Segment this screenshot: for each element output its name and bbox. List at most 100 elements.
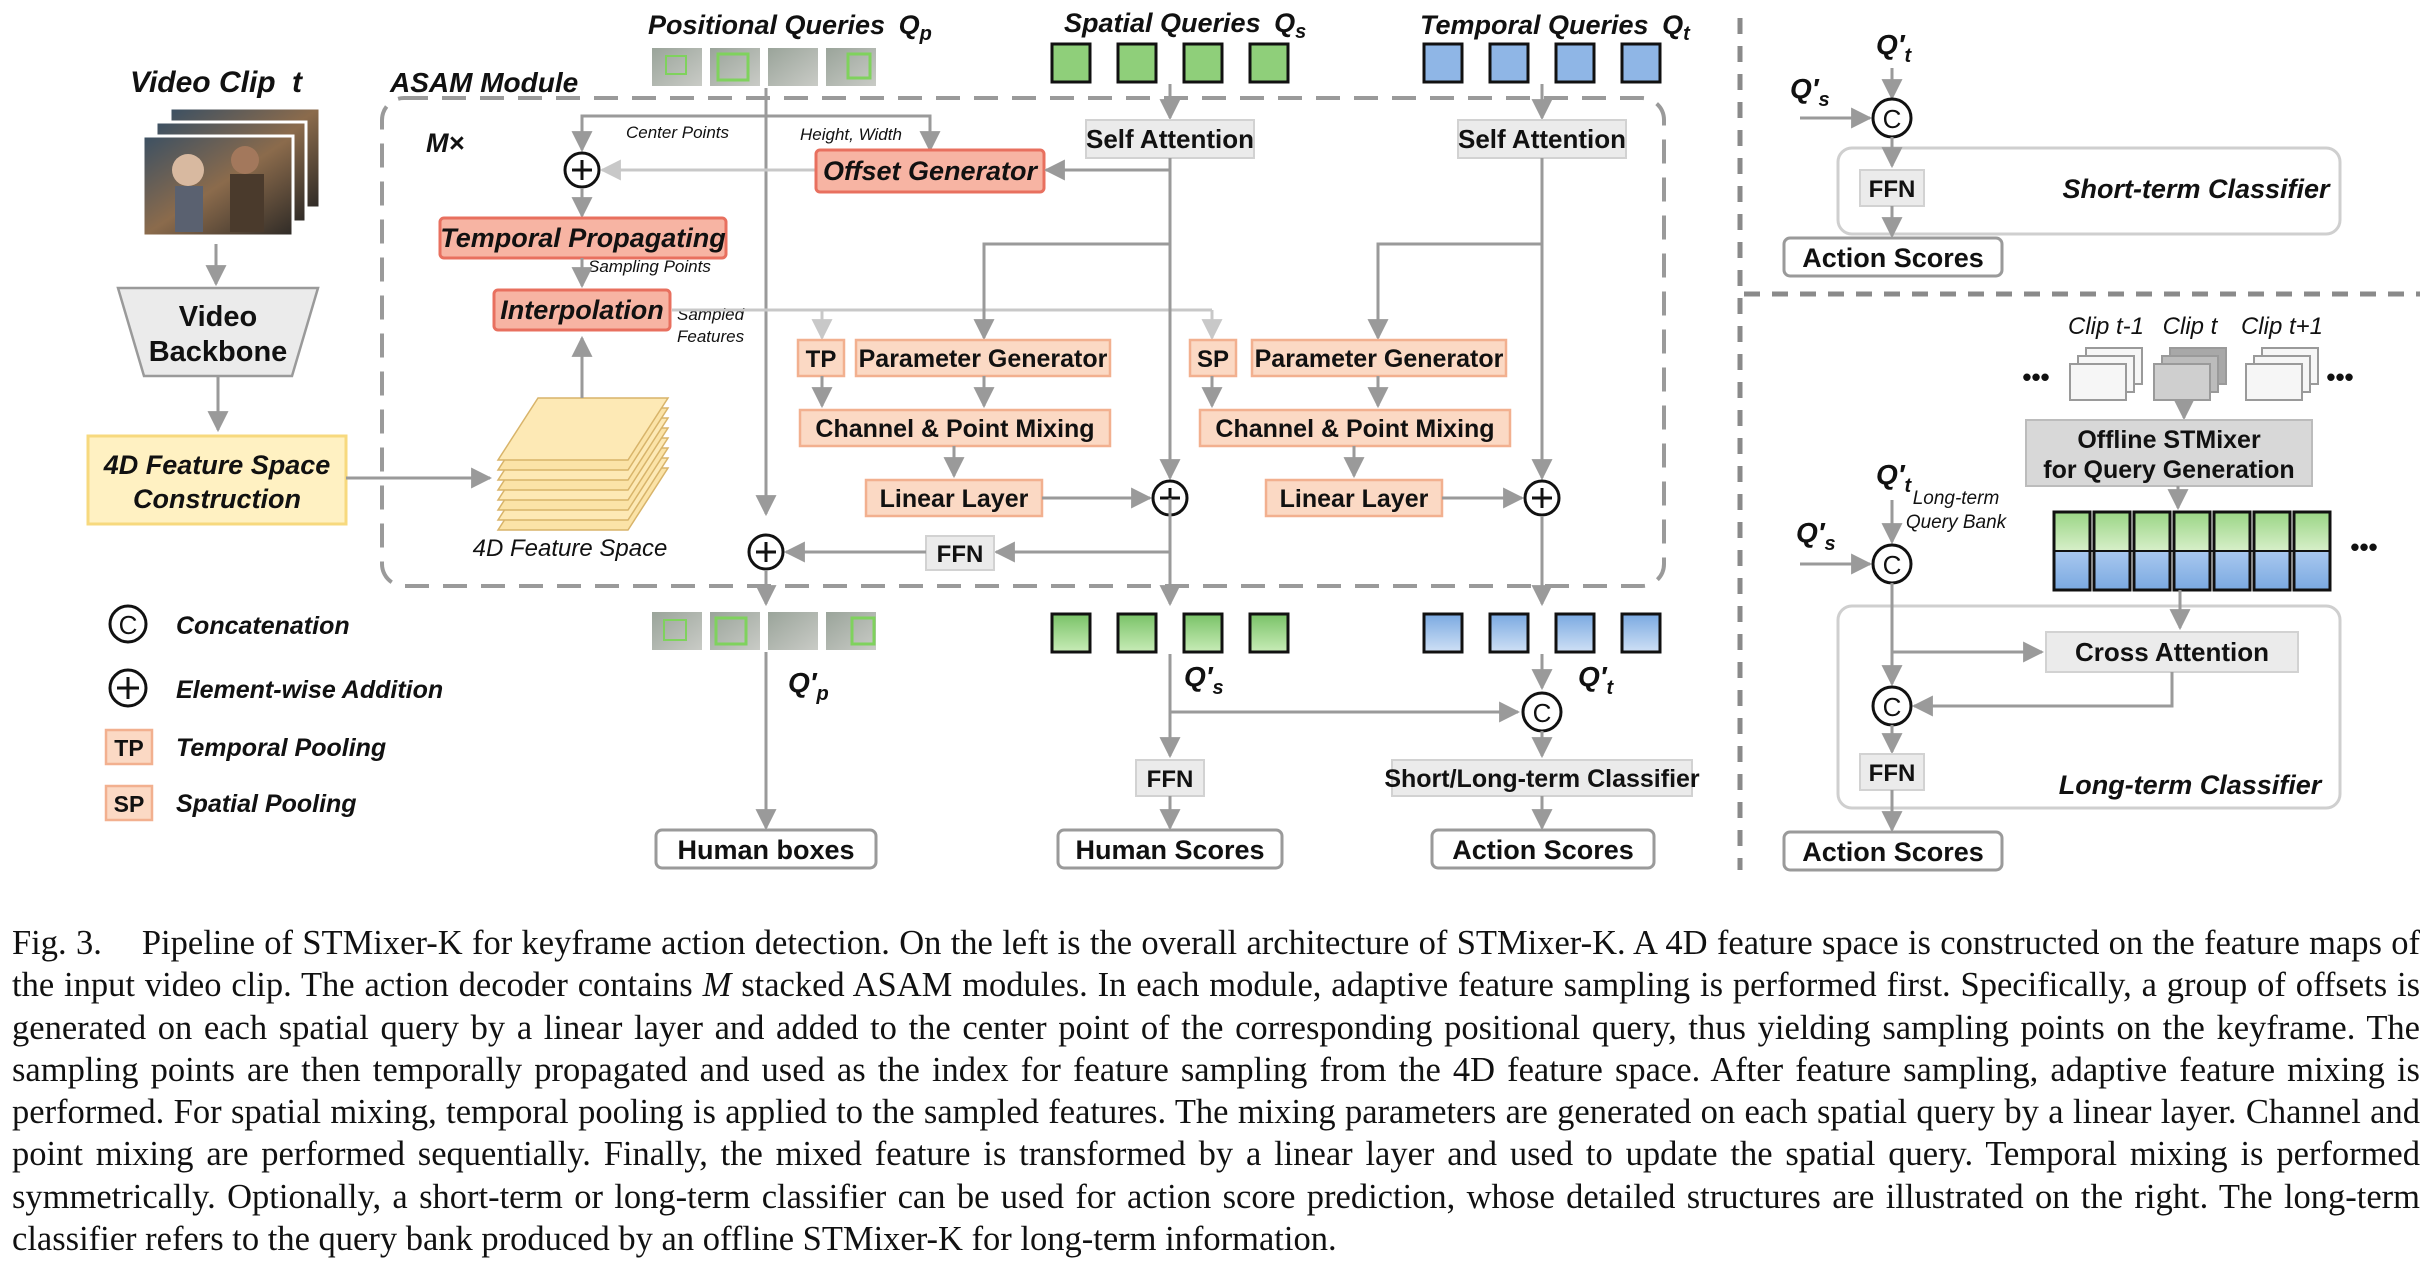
short-ffn-box: FFN	[1859, 169, 1925, 207]
svg-text:Action Scores: Action Scores	[1452, 835, 1634, 865]
center-points-label: Center Points	[626, 123, 729, 142]
asam-module-label: ASAM Module	[389, 67, 578, 98]
short-action-scores-output: Action Scores	[1782, 236, 2004, 278]
svg-text:TP: TP	[806, 346, 837, 373]
svg-text:Action Scores: Action Scores	[1802, 837, 1984, 867]
interpolation-box: Interpolation	[492, 288, 672, 332]
long-q-t-label: Q′t	[1876, 459, 1913, 497]
feature-space-stack	[496, 397, 670, 531]
svg-text:FFN: FFN	[1869, 760, 1916, 787]
svg-text:Parameter Generator: Parameter Generator	[1255, 345, 1504, 373]
add-node-top	[563, 151, 601, 189]
svg-text:Linear Layer: Linear Layer	[1280, 485, 1429, 513]
sampling-points-label: Sampling Points	[588, 257, 711, 276]
caption-text-part2: stacked ASAM modules. In each module, ad…	[12, 966, 2421, 1259]
offline-stmixer-box: Offline STMixer for Query Generation	[2025, 419, 2313, 487]
svg-text:Human boxes: Human boxes	[677, 835, 854, 865]
sp-box: SP	[1188, 338, 1238, 378]
long-term-classifier-label: Long-term Classifier	[2059, 770, 2323, 800]
svg-text:Backbone: Backbone	[149, 336, 288, 368]
m-times-label: M×	[426, 128, 464, 158]
sampled-features-label: Sampled	[677, 305, 745, 324]
long-q-s-label: Q′s	[1796, 517, 1836, 555]
svg-text:Clip t-1: Clip t-1	[2068, 313, 2144, 340]
feature-space-construction-box: 4D Feature Space Construction	[86, 434, 348, 526]
temporal-propagating-box: Temporal Propagating	[438, 216, 728, 260]
svg-text:SP: SP	[114, 791, 145, 817]
svg-text:Construction: Construction	[133, 484, 301, 514]
svg-text:Self Attention: Self Attention	[1458, 124, 1626, 154]
svg-text:Human Scores: Human Scores	[1075, 835, 1264, 865]
positional-queries-label: Positional Queries Qp	[648, 10, 932, 45]
channel-point-mixing-temporal-box: Channel & Point Mixing	[1198, 408, 1512, 448]
svg-text:Offline STMixer: Offline STMixer	[2077, 426, 2261, 454]
add-node-positional	[747, 533, 785, 571]
svg-text:Interpolation: Interpolation	[500, 295, 664, 325]
query-bank-label: Long-term	[1913, 488, 2000, 509]
short-term-classifier-frame	[1836, 146, 2342, 236]
channel-point-mixing-spatial-box: Channel & Point Mixing	[798, 408, 1112, 448]
svg-text:Channel & Point Mixing: Channel & Point Mixing	[1215, 415, 1494, 443]
legend-add-label: Element-wise Addition	[176, 676, 443, 704]
output-spatial-label: Q′s	[1184, 661, 1224, 699]
svg-text:for Query Generation: for Query Generation	[2043, 456, 2294, 484]
svg-text:Cross Attention: Cross Attention	[2075, 637, 2269, 667]
human-scores-output: Human Scores	[1056, 828, 1284, 870]
action-scores-output: Action Scores	[1430, 828, 1656, 870]
svg-text:C: C	[119, 610, 138, 640]
legend-sp-label: Spatial Pooling	[176, 790, 357, 818]
caption-text-part1: Pipeline of STMixer-K for keyframe actio…	[12, 924, 2420, 1005]
temporal-query-tokens	[1422, 42, 1662, 84]
long-term-classifier-frame	[1836, 604, 2342, 810]
spatial-query-tokens	[1050, 42, 1290, 84]
height-width-label: Height, Width	[800, 125, 902, 144]
legend-concat-label: Concatenation	[176, 612, 350, 640]
short-q-t-label: Q′t	[1876, 29, 1913, 67]
output-temporal-label: Q′t	[1578, 661, 1615, 699]
svg-text:Clip t+1: Clip t+1	[2241, 313, 2323, 340]
svg-text:Linear Layer: Linear Layer	[880, 485, 1029, 513]
caption-m-symbol: M	[702, 966, 732, 1005]
svg-text:Video: Video	[179, 301, 257, 333]
linear-layer-spatial-box: Linear Layer	[864, 478, 1044, 518]
legend-tp-icon: TP	[104, 728, 154, 766]
svg-text:FFN: FFN	[1147, 766, 1194, 793]
long-action-scores-output: Action Scores	[1782, 830, 2004, 872]
asam-module-frame	[380, 96, 1666, 588]
svg-text:Offset Generator: Offset Generator	[823, 156, 1039, 186]
svg-text:Action Scores: Action Scores	[1802, 243, 1984, 273]
svg-text:TP: TP	[114, 735, 143, 761]
self-attention-temporal-box: Self Attention	[1457, 119, 1627, 159]
svg-text:Clip t: Clip t	[2163, 313, 2219, 340]
positional-query-patches	[652, 48, 876, 86]
output-temporal-tokens	[1422, 612, 1662, 654]
feature-space-label: 4D Feature Space	[473, 535, 668, 562]
parameter-generator-temporal-box: Parameter Generator	[1250, 338, 1508, 378]
short-long-classifier-box: Short/Long-term Classifier	[1384, 759, 1700, 797]
svg-text:C: C	[1883, 550, 1902, 580]
svg-text:Self Attention: Self Attention	[1086, 124, 1254, 154]
offset-generator-box: Offset Generator	[814, 148, 1046, 194]
figure-caption: Fig. 3.Pipeline of STMixer-K for keyfram…	[12, 922, 2420, 1260]
svg-text:4D Feature Space: 4D Feature Space	[103, 450, 331, 480]
clips-ellipsis-right: •••	[2326, 362, 2353, 392]
parameter-generator-spatial-box: Parameter Generator	[854, 338, 1112, 378]
video-clip: Video Clip t	[130, 66, 322, 238]
pipeline-diagram: Video Clip t Video Backbone 4D Feature S…	[86, 8, 2420, 872]
legend: C Concatenation Element-wise Addition TP…	[104, 604, 443, 822]
svg-text:Temporal Propagating: Temporal Propagating	[440, 223, 726, 253]
long-concat-node-top: C	[1871, 543, 1913, 585]
svg-text:Channel & Point Mixing: Channel & Point Mixing	[815, 415, 1094, 443]
long-term-query-bank	[2052, 510, 2332, 592]
svg-text:FFN: FFN	[937, 541, 984, 568]
tp-box: TP	[796, 338, 846, 378]
short-q-s-label: Q′s	[1790, 73, 1830, 111]
svg-text:C: C	[1883, 692, 1902, 722]
output-positional-label: Q′p	[788, 667, 829, 705]
short-term-classifier-label: Short-term Classifier	[2062, 174, 2331, 204]
add-node-temporal	[1523, 479, 1561, 517]
svg-text:C: C	[1533, 698, 1552, 728]
short-concat-node: C	[1871, 97, 1913, 139]
svg-text:Short/Long-term Classifier: Short/Long-term Classifier	[1384, 765, 1700, 793]
legend-concat-icon: C	[108, 604, 148, 644]
